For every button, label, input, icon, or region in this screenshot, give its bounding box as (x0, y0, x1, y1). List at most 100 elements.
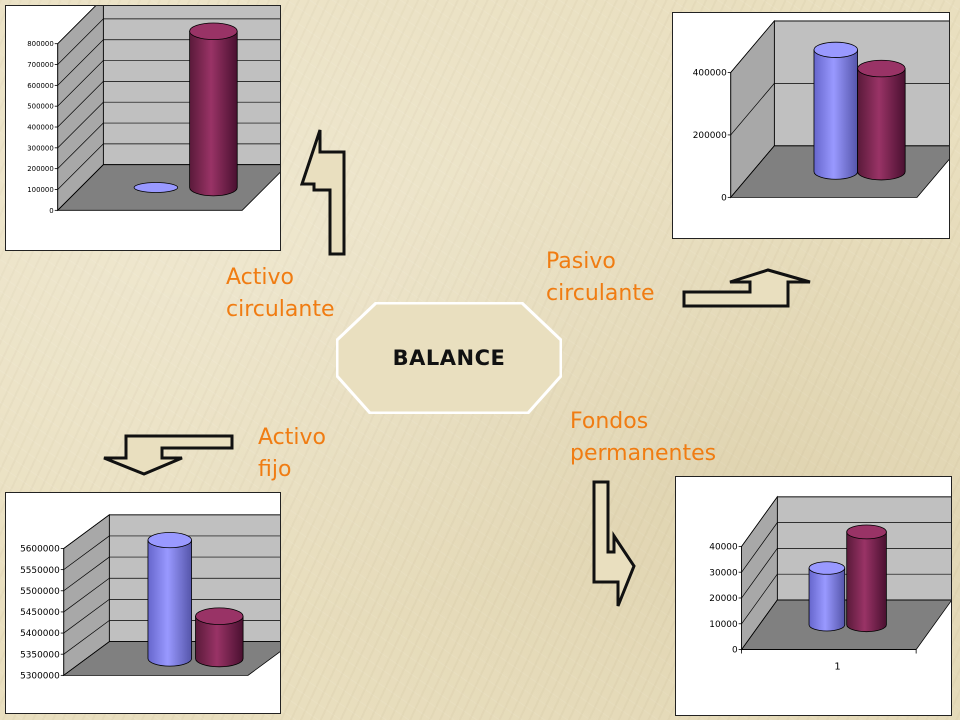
gridline-side (741, 496, 778, 547)
gridline-side (741, 548, 778, 599)
gridline-side (63, 620, 110, 655)
label-pasivo-circulante-line2: circulante (546, 281, 655, 306)
gridline-side (63, 556, 110, 592)
bar-body (808, 567, 846, 632)
gridline-side (57, 6, 96, 44)
gridline-side (730, 145, 775, 198)
label-fondos-permanentes: Fondos permanentes (570, 406, 716, 470)
y-tick-label: 5450000 (20, 608, 60, 618)
chart-fondos-permanentes-svg: 0 10000 20000 30000 40000 1 (709, 495, 951, 672)
gridline-side (63, 577, 110, 613)
gridline-side (57, 122, 104, 169)
bar-cylinder (133, 182, 179, 193)
y-tick-label: 5550000 (20, 566, 60, 576)
y-tick-label: 400000 (693, 69, 727, 79)
chart-activo-fijo: 5300000 5350000 5400000 5450000 5500000 55500… (5, 492, 281, 714)
balance-octagon: BALANCE (336, 302, 562, 414)
bar-top (813, 41, 858, 58)
bar-body (189, 30, 238, 197)
bar-cylinder (857, 59, 906, 181)
arrow-down-right-icon (592, 480, 636, 607)
arrow-right-up-icon (682, 268, 811, 308)
bar-cylinder (846, 524, 887, 633)
chart-floor (740, 599, 951, 650)
y-tick-label: 5400000 (20, 629, 60, 639)
gridline-side (741, 573, 778, 624)
label-activo-circulante-line2: circulante (226, 297, 335, 322)
bar-body (147, 539, 192, 667)
y-tick-label: 0 (49, 207, 53, 215)
gridline-side (57, 81, 104, 128)
chart-pasivo-circulante: 0 200000 400000 (672, 12, 950, 239)
y-tick-label: 100000 (27, 186, 53, 194)
bar-flat-disc (133, 182, 179, 193)
bar-top (189, 22, 238, 41)
y-tick-label: 500000 (27, 103, 53, 111)
gridline-side (63, 599, 110, 634)
gridline-side (63, 514, 110, 549)
chart-activo-fijo-svg: 5300000 5350000 5400000 5450000 5500000 55500… (20, 514, 280, 681)
bar-cylinder (147, 532, 192, 667)
y-tick-label: 5350000 (20, 650, 60, 660)
gridline-side (63, 641, 110, 676)
bar-top (147, 532, 192, 549)
bar-top (846, 524, 887, 540)
label-activo-circulante-line1: Activo (226, 265, 294, 290)
y-tick-label: 200000 (693, 131, 727, 141)
gridline-side (741, 522, 778, 573)
bar-cylinder (813, 41, 858, 180)
bar-body (846, 531, 887, 633)
y-tick-label: 20000 (709, 594, 738, 604)
label-activo-fijo-line1: Activo (258, 425, 326, 450)
label-pasivo-circulante-line1: Pasivo (546, 249, 616, 274)
label-pasivo-circulante: Pasivo circulante (546, 246, 655, 310)
label-activo-fijo-line2: fijo (258, 457, 292, 482)
label-fondos-permanentes-line1: Fondos (570, 409, 649, 434)
y-tick-label: 800000 (27, 40, 53, 48)
gridline-side (57, 60, 104, 107)
gridline-side (57, 39, 104, 86)
y-tick-label: 300000 (27, 144, 53, 152)
bar-cylinder (808, 561, 846, 632)
y-tick-label: 5300000 (20, 671, 60, 681)
label-fondos-permanentes-line2: permanentes (570, 441, 717, 466)
label-activo-fijo: Activo fijo (258, 422, 326, 486)
bar-cylinder (189, 22, 238, 197)
y-tick-label: 700000 (27, 61, 53, 69)
y-tick-label: 400000 (27, 123, 53, 131)
y-tick-label: 600000 (27, 82, 53, 90)
gridline-side (57, 18, 104, 65)
gridline-side (730, 83, 775, 136)
gridline-side (63, 535, 110, 570)
chart-pasivo-circulante-svg: 0 200000 400000 (693, 19, 949, 203)
bar-top (808, 561, 846, 575)
y-tick-label: 0 (732, 646, 738, 656)
chart-activo-circulante-svg: 0 100000 200000 300000 400000 500000 600000 700… (27, 6, 280, 215)
gridline-side (57, 101, 104, 149)
bar-body (857, 68, 906, 181)
label-activo-circulante: Activo circulante (226, 262, 335, 326)
balance-title: BALANCE (392, 346, 506, 370)
arrow-left-down-icon (103, 434, 234, 476)
y-tick-label: 5500000 (20, 587, 60, 597)
y-tick-label: 40000 (709, 543, 738, 553)
chart-fondos-permanentes: 0 10000 20000 30000 40000 1 (675, 476, 952, 716)
bar-top (857, 59, 906, 78)
bar-body (195, 615, 244, 668)
chart-activo-circulante: 0 100000 200000 300000 400000 500000 600000 700… (5, 5, 281, 251)
x-category-label: 1 (834, 661, 840, 672)
gridline-side (741, 599, 778, 650)
bar-body (813, 49, 858, 180)
y-tick-label: 0 (721, 193, 727, 203)
y-tick-label: 5600000 (20, 545, 60, 555)
gridline-side (57, 164, 104, 211)
bar-cylinder (195, 607, 244, 668)
y-tick-label: 10000 (709, 620, 738, 630)
gridline-side (57, 143, 104, 190)
y-tick-label: 200000 (27, 165, 53, 173)
arrow-up-icon (300, 129, 346, 256)
octagon-shape (336, 302, 562, 414)
gridline-side (730, 20, 775, 73)
bar-top (195, 607, 244, 625)
y-tick-label: 30000 (709, 568, 738, 578)
